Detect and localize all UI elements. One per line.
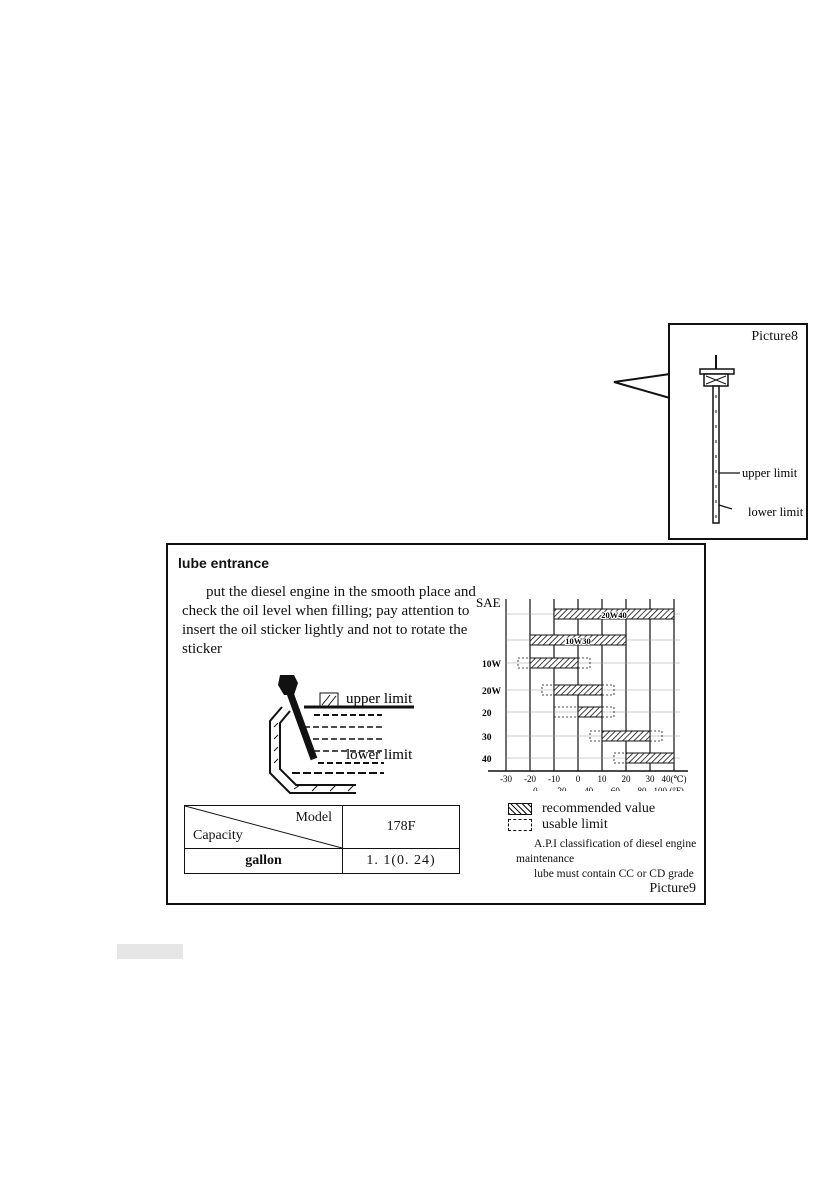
picture9-title: Picture9 xyxy=(649,881,696,896)
picture8-callout-pointer xyxy=(613,332,671,488)
x-tick-celsius: -10 xyxy=(548,774,560,784)
recommended-value-bar xyxy=(529,634,627,646)
recommended-value-bar xyxy=(529,657,579,669)
lube-entrance-heading: lube entrance xyxy=(178,555,270,571)
picture8-panel: Picture8 upper limit lower limit xyxy=(668,323,808,540)
model-header: Model xyxy=(295,810,332,825)
api-note-line3: lube must contain CC or CD grade xyxy=(534,868,694,880)
recommended-value-bar xyxy=(601,730,651,742)
capacity-table: Model Capacity 178F gallon 1. 1(0. 24) xyxy=(184,805,460,874)
dashed-swatch-icon xyxy=(508,819,532,831)
lube-entrance-illustration: upper limit lower limit xyxy=(269,675,414,794)
x-tick-fahrenheit: 80 xyxy=(638,786,648,791)
recommended-value-bar xyxy=(553,608,675,620)
oil-fill-instructions: put the diesel engine in the smooth plac… xyxy=(182,584,476,657)
picture9-panel: lube entrance put the diesel engine in t… xyxy=(166,543,706,905)
x-tick-celsius: -30 xyxy=(500,774,512,784)
sae-grade-label: 40 xyxy=(482,755,492,765)
x-tick-fahrenheit: 100 (°F) xyxy=(653,786,683,791)
x-tick-fahrenheit: 0 xyxy=(533,786,538,791)
model-value-cell: 178F xyxy=(342,805,460,849)
legend-recommended-label: recommended value xyxy=(542,801,656,816)
picture8-upper-limit-label: upper limit xyxy=(742,466,798,480)
x-tick-celsius: 40(℃) xyxy=(661,774,686,784)
sae-chart-grid xyxy=(488,599,688,772)
table-header-diagonal-cell: Model Capacity xyxy=(184,805,343,849)
sae-grade-label: 10W xyxy=(482,660,502,670)
api-note-line1: A.P.I classification of diesel engine xyxy=(534,838,697,850)
sae-grade-label: 20W xyxy=(482,687,502,697)
x-tick-fahrenheit: 60 xyxy=(611,786,621,791)
hatched-swatch-icon xyxy=(508,803,532,815)
legend-usable: usable limit xyxy=(508,817,655,833)
chart-legend: recommended value usable limit xyxy=(508,801,655,833)
picture8-lower-limit-label: lower limit xyxy=(748,505,804,519)
x-tick-celsius: 30 xyxy=(646,774,656,784)
unit-cell: gallon xyxy=(184,848,343,874)
sae-grade-label: 20W40 xyxy=(601,610,627,620)
recommended-value-bar xyxy=(553,684,603,696)
api-classification-note: A.P.I classification of diesel engine ma… xyxy=(516,837,708,882)
x-tick-celsius: -20 xyxy=(524,774,536,784)
sae-grade-label: 10W30 xyxy=(565,636,591,646)
capacity-value-cell: 1. 1(0. 24) xyxy=(342,848,460,874)
capacity-header: Capacity xyxy=(193,828,243,843)
x-tick-celsius: 0 xyxy=(576,774,581,784)
legend-usable-label: usable limit xyxy=(542,817,608,832)
sae-chart-labels: SAE 20W40 10W30 10W 20W 20 30 40 -30 -20 -10 0 10 20 3… xyxy=(476,595,687,791)
x-tick-fahrenheit: 20 xyxy=(558,786,568,791)
sae-grade-label: 30 xyxy=(482,733,492,743)
recommended-value-bar xyxy=(577,706,603,718)
chart-ylabel: SAE xyxy=(476,595,501,610)
legend-recommended: recommended value xyxy=(508,801,655,817)
recommended-value-bar xyxy=(625,752,675,764)
api-note-line2: maintenance xyxy=(516,853,575,865)
dipstick-illustration: upper limit lower limit xyxy=(699,355,804,524)
sae-viscosity-chart: SAE 20W40 10W30 10W 20W 20 30 40 -30 -20 -10 0 10 20 3… xyxy=(476,595,688,791)
sae-chart-bars xyxy=(517,608,675,764)
x-tick-fahrenheit: 40 xyxy=(584,786,594,791)
gray-highlight-marker xyxy=(117,944,183,959)
sae-grade-label: 20 xyxy=(482,709,492,719)
x-tick-celsius: 20 xyxy=(622,774,632,784)
picture8-title: Picture8 xyxy=(751,329,798,344)
picture9-lower-limit-label: lower limit xyxy=(346,747,413,763)
picture9-upper-limit-label: upper limit xyxy=(346,691,413,707)
x-tick-celsius: 10 xyxy=(598,774,608,784)
